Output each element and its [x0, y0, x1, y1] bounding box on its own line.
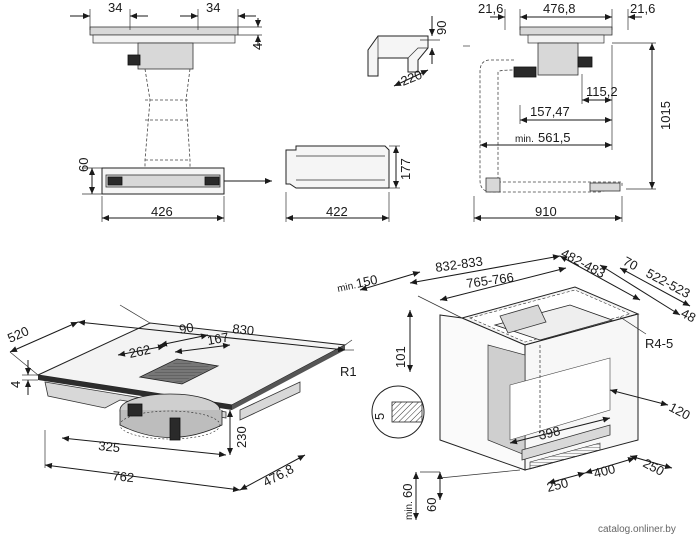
dim-left-21-6: 21,6	[478, 1, 503, 16]
dim-side-48: 48	[679, 305, 699, 325]
dim-radius-r4-5: R4-5	[645, 336, 673, 351]
dim-right-21-6: 21,6	[630, 1, 655, 16]
dim-561-5: 561,5	[538, 130, 571, 145]
dim-min-60-prefix: min.	[404, 501, 415, 520]
dim-radius-r1: R1	[340, 364, 357, 379]
dim-foot-400: 400	[592, 461, 617, 481]
dim-115-2: 115,2	[586, 84, 618, 99]
dim-910: 910	[535, 204, 557, 219]
dim-grille-262: 262	[128, 342, 152, 361]
dim-min-prefix: min.	[515, 134, 534, 145]
dim-foot-250a: 250	[545, 475, 570, 495]
dim-depth-520: 520	[5, 323, 31, 346]
dim-piece-177: 177	[398, 158, 413, 180]
dim-back-120: 120	[667, 399, 693, 422]
dim-min-60: 60	[400, 484, 415, 498]
dim-bot-60: 60	[424, 498, 439, 512]
top-right-dims: 21,6 476,8 21,6 115,2 157,47 min. 561,5 …	[478, 1, 673, 219]
dim-cut-476-8: 476,8	[260, 461, 296, 490]
dim-top-left-4: 4	[250, 43, 265, 50]
dim-thick-4: 4	[8, 381, 23, 388]
top-left-dims: 34 34 4 60 426	[76, 0, 265, 219]
dim-cut-832-833: 832-833	[434, 253, 483, 274]
dim-edge-70: 70	[621, 253, 641, 273]
bottom-left-view	[9, 304, 354, 493]
dim-top-left-60: 60	[76, 158, 91, 172]
top-right-view	[463, 9, 656, 222]
dim-duct-220: 220	[399, 67, 425, 89]
dim-lip-5: 5	[372, 413, 387, 420]
watermark: catalog.onliner.by	[598, 524, 676, 535]
dim-min-150-prefix: min.	[336, 280, 357, 295]
dim-grille-167: 167	[206, 329, 230, 348]
bottom-left-dims: 520 830 90 167 262 4 R1 230 325 762 476,…	[5, 320, 357, 490]
dim-cut-762: 762	[112, 468, 135, 485]
dim-cut-522-523: 522-523	[644, 265, 693, 301]
dim-offset-325: 325	[98, 438, 121, 455]
top-left-view	[70, 9, 272, 222]
dim-foot-250b: 250	[641, 455, 667, 478]
dim-top-left-34a: 34	[108, 0, 122, 15]
dim-front-101: 101	[393, 346, 408, 368]
dim-cut-765-766: 765-766	[465, 269, 514, 290]
dim-duct-90: 90	[434, 21, 449, 35]
dim-width-830: 830	[232, 321, 255, 338]
top-middle-view	[285, 16, 440, 222]
bottom-right-view	[359, 254, 691, 520]
dim-inner-398: 398	[537, 423, 562, 443]
dim-157-47: 157,47	[530, 104, 570, 119]
dim-center-476-8: 476,8	[543, 1, 576, 16]
dim-piece-422: 422	[326, 204, 348, 219]
dim-cut-482-483: 482-483	[559, 245, 608, 281]
dim-top-left-34b: 34	[206, 0, 220, 15]
dim-motor-230: 230	[234, 426, 249, 448]
dim-1015: 1015	[658, 101, 673, 130]
dim-grille-90: 90	[178, 320, 195, 337]
dim-min-150: 150	[355, 272, 379, 291]
top-middle-dims: 90 220 177 422	[326, 21, 449, 219]
dim-top-left-426: 426	[151, 204, 173, 219]
